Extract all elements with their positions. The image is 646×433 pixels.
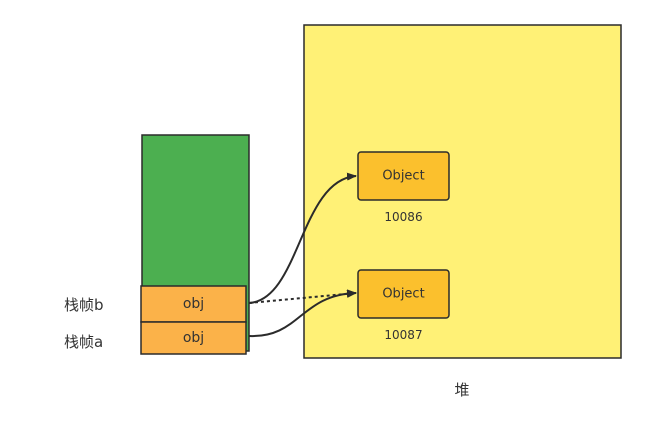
heap-object-2-name: Object [382,287,424,302]
stack-frame-b-cell [140,285,247,323]
heap-label: 堆 [454,381,469,399]
stack-frame-a-cell [140,321,247,355]
stack-frame-a-slot: obj [183,330,204,346]
heap-object-1-name: Object [382,169,424,184]
arrow-frame-a-to-object-2 [248,289,357,338]
stack-frame-b-slot: obj [183,296,204,312]
heap-region [303,24,622,359]
heap-object-2-address: 10087 [384,328,422,342]
stack-frame-b-label: 栈帧b [64,296,104,314]
stack-frame-a-label: 栈帧a [64,333,103,351]
heap-object-2 [357,269,450,319]
heap-object-1-address: 10086 [384,210,422,224]
heap-object-1 [357,151,450,201]
arrow-frame-b-to-object-1 [248,172,357,304]
